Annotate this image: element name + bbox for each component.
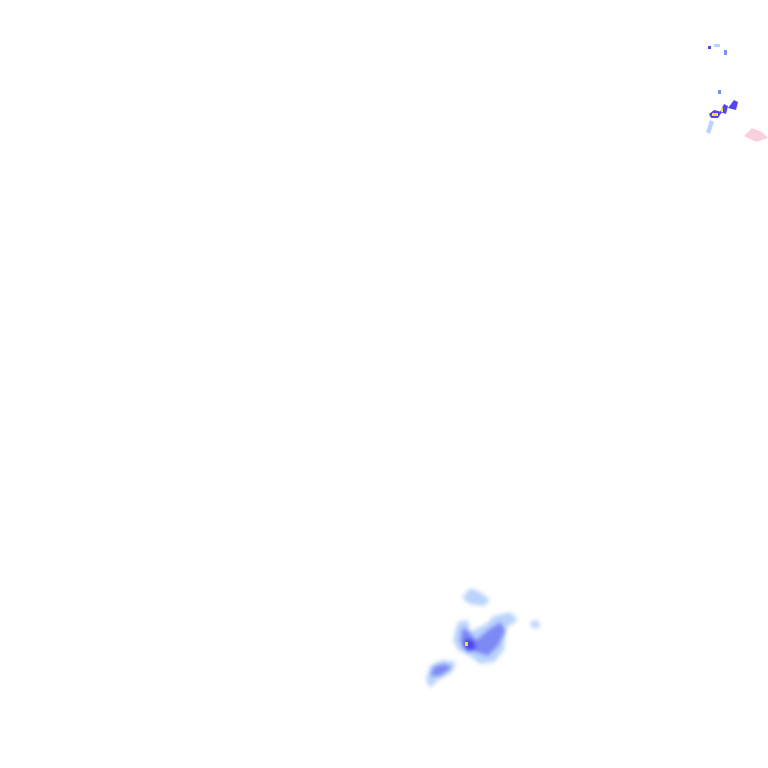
echo-moderate xyxy=(430,664,452,676)
precipitation-cluster-south xyxy=(426,588,540,688)
precipitation-cluster-northeast xyxy=(706,44,768,142)
echo-light xyxy=(462,588,490,606)
echo-light xyxy=(530,620,540,628)
echo-core xyxy=(721,108,723,112)
echo-heavy xyxy=(462,638,476,652)
echo-moderate xyxy=(724,50,727,55)
echo-light xyxy=(706,120,714,134)
echo-moderate xyxy=(718,90,721,94)
echo-mixed xyxy=(744,128,768,142)
echo-core xyxy=(465,642,468,646)
echo-core xyxy=(712,113,718,116)
echo-light xyxy=(714,44,720,47)
echo-heavy xyxy=(708,46,711,49)
echo-heavy xyxy=(728,100,738,110)
